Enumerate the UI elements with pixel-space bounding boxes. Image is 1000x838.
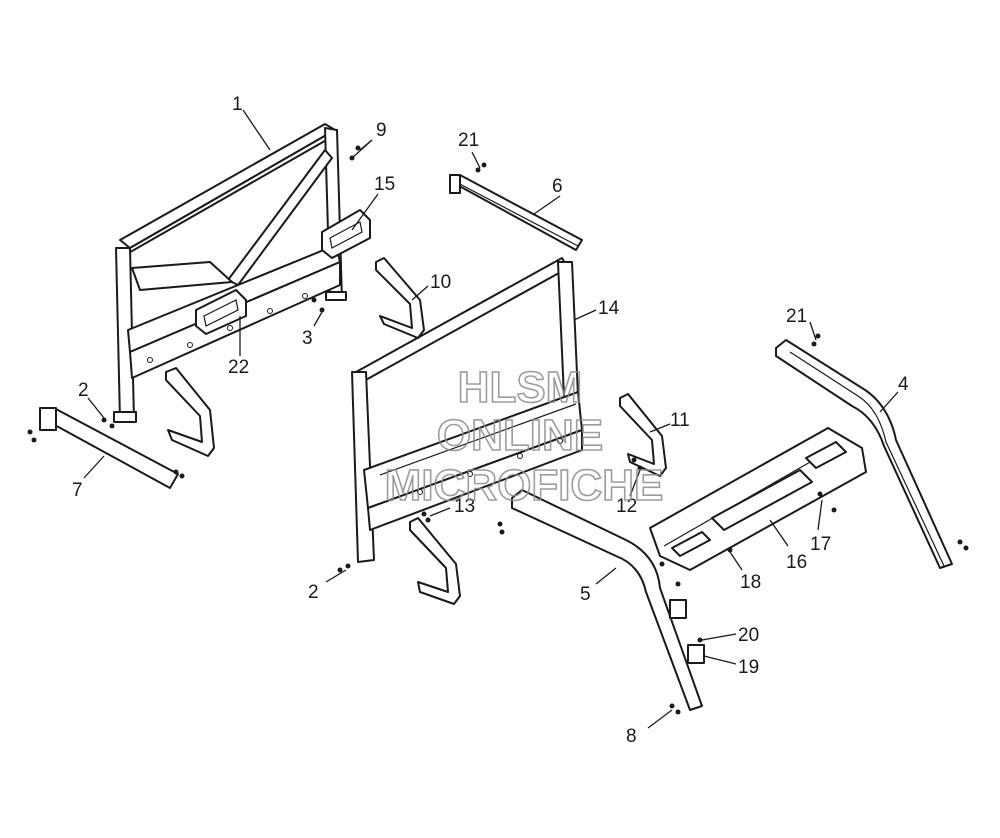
- callout-6: 6: [552, 176, 563, 197]
- part-11-handle: [619, 393, 667, 477]
- watermark-line-2: ONLINE: [437, 411, 603, 460]
- callout-3: 3: [302, 328, 313, 349]
- callout-2b: 2: [308, 582, 319, 603]
- callout-4: 4: [898, 374, 909, 395]
- callout-2a: 2: [78, 380, 89, 401]
- callout-11: 11: [670, 410, 690, 431]
- part-left-handle: [165, 367, 215, 457]
- part-7-side-tube: [39, 407, 179, 489]
- callout-22: 22: [228, 357, 249, 378]
- callout-15: 15: [374, 174, 395, 195]
- callout-21b: 21: [786, 306, 807, 327]
- part-22-lamp: [195, 289, 247, 335]
- callout-8: 8: [626, 726, 637, 747]
- leader-lines: [83, 109, 899, 729]
- callout-9: 9: [376, 120, 387, 141]
- callout-1: 1: [232, 94, 243, 115]
- callout-labels: 1 9 15 10 3 22 2 7 21 6 14 11 12 13 2 5 …: [72, 94, 909, 747]
- callout-21a: 21: [458, 130, 479, 151]
- callout-13: 13: [454, 496, 475, 517]
- part-14-rear-frame: [351, 257, 583, 563]
- part-6-channel: [449, 174, 583, 251]
- callout-10: 10: [430, 272, 451, 293]
- callout-5: 5: [580, 584, 591, 605]
- callout-18: 18: [740, 572, 761, 593]
- callout-17: 17: [810, 534, 831, 555]
- fasteners: [27, 145, 969, 715]
- callout-19: 19: [738, 657, 759, 678]
- watermark-line-1: HLSM: [458, 363, 583, 412]
- part-10-handle: [375, 257, 425, 339]
- watermark: HLSM ONLINE MICROFICHE: [384, 362, 664, 511]
- watermark-line-3: MICROFICHE: [385, 461, 664, 510]
- part-5-curved-tube: [511, 489, 705, 711]
- callout-14: 14: [598, 298, 620, 319]
- part-4-curved-tube: [775, 339, 953, 569]
- callout-12: 12: [616, 496, 637, 517]
- part-16-panel: [649, 427, 867, 571]
- part-13-handle: [409, 517, 461, 605]
- callout-7: 7: [72, 480, 83, 501]
- callout-20: 20: [738, 625, 759, 646]
- callout-16: 16: [786, 552, 807, 573]
